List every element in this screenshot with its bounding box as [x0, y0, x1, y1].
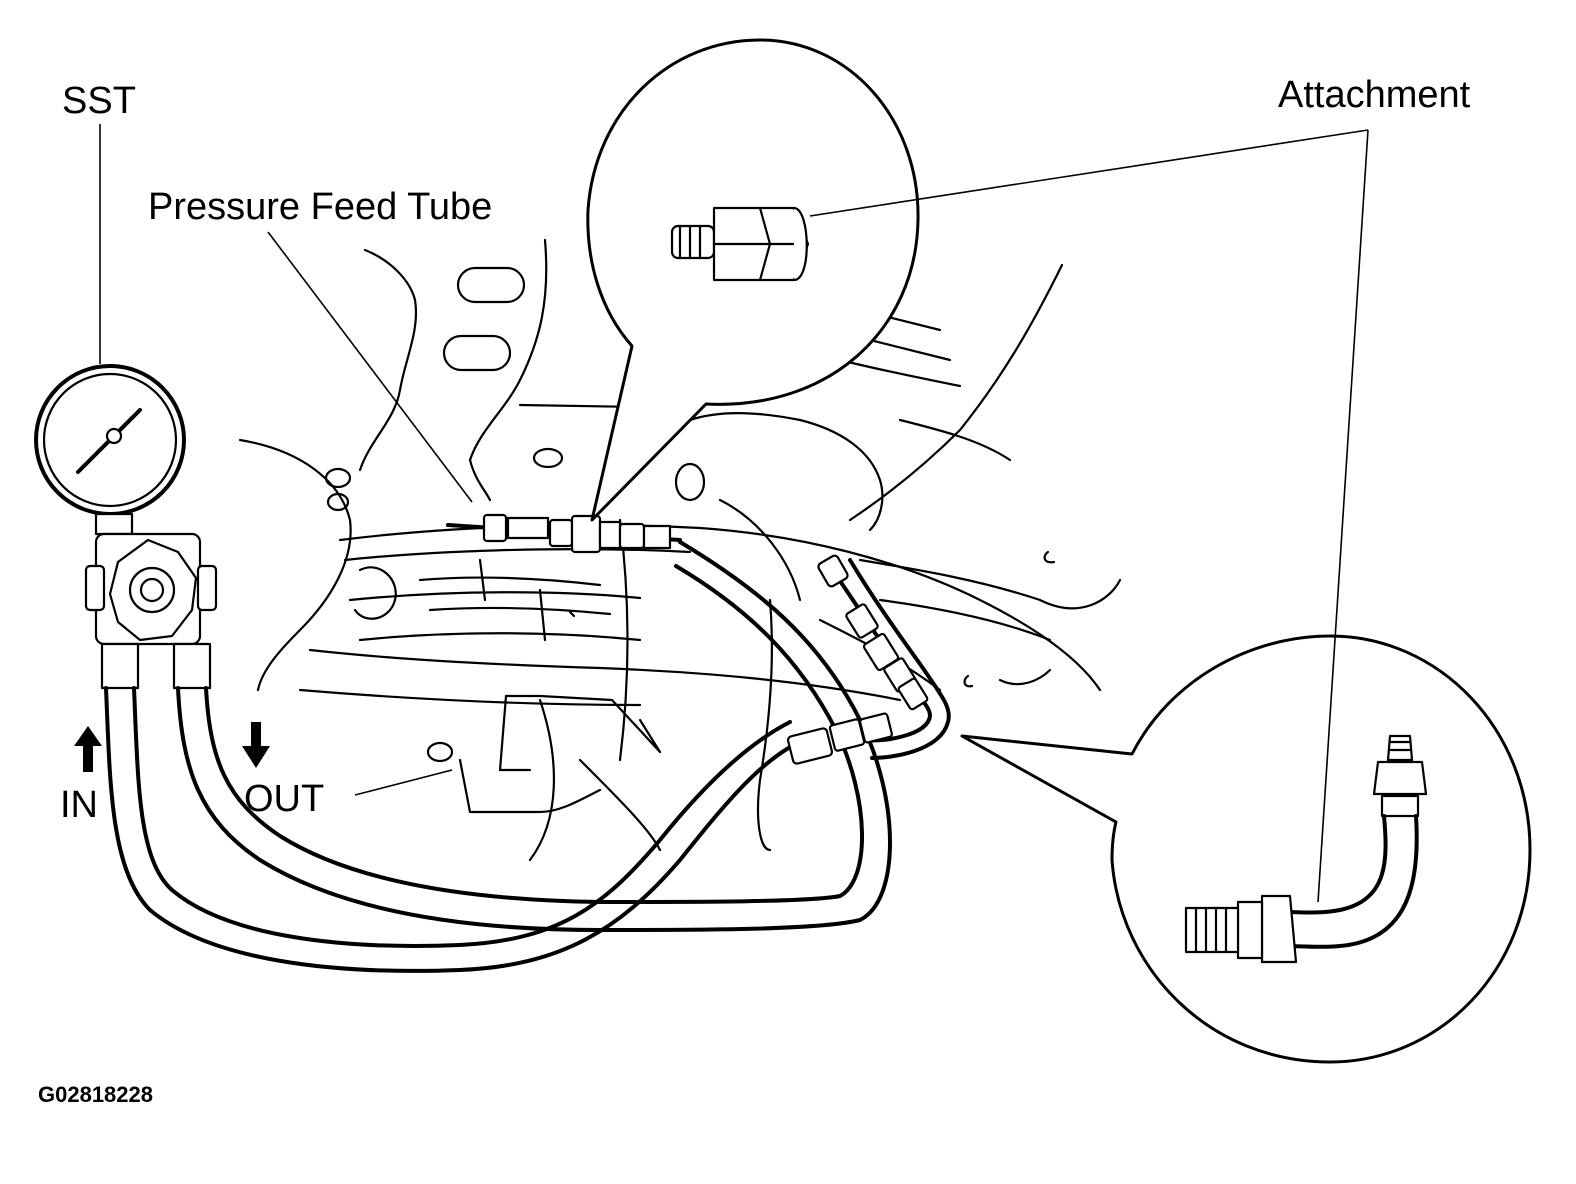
figure-code: G02818228 [38, 1082, 153, 1107]
label-in: IN [60, 784, 98, 826]
arrow-up-icon [74, 726, 102, 772]
callout-bubble-bottom [960, 634, 1532, 1064]
leader-attachment-bottom [1317, 129, 1369, 903]
leader-lines [99, 124, 1369, 903]
label-attachment: Attachment [1278, 74, 1471, 116]
engine-chassis-outline [238, 238, 1122, 862]
callout-bubble-top [586, 38, 920, 522]
arrow-down-icon [242, 722, 270, 768]
attachment-elbow-installed [786, 554, 929, 765]
label-pressure-feed-tube: Pressure Feed Tube [148, 186, 493, 228]
leader-pressure-feed-tube [267, 231, 473, 503]
label-sst: SST [62, 80, 136, 122]
label-out: OUT [244, 778, 325, 820]
leader-out [354, 769, 453, 796]
pressure-gauge [34, 364, 186, 536]
leader-attachment-top [809, 129, 1369, 217]
valve-body [84, 532, 218, 690]
pressure-feed-tube-fitting [446, 513, 682, 554]
